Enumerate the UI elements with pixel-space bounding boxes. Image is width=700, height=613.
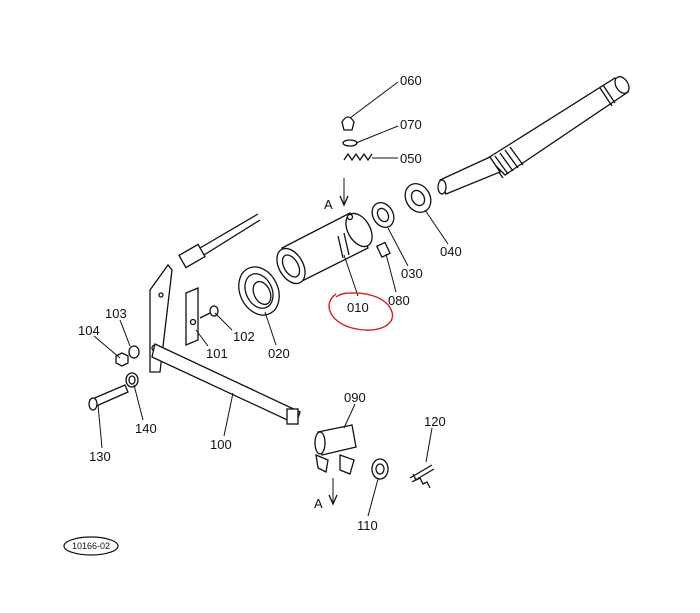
label-050: 050 [400, 151, 422, 166]
nut-104 [115, 352, 129, 367]
label-020: 020 [268, 346, 290, 361]
bolt-080 [375, 241, 391, 258]
ring-020 [238, 266, 280, 316]
label-103: 103 [105, 306, 127, 321]
shift-shaft-100 [151, 343, 301, 425]
view-marker-lower: A [314, 496, 323, 511]
label-070: 070 [400, 117, 422, 132]
label-030: 030 [401, 266, 423, 281]
label-101: 101 [206, 346, 228, 361]
washer-140 [125, 372, 139, 388]
red-highlight-circle [328, 292, 394, 331]
spring-050 [343, 152, 373, 162]
upper-splined-shaft [437, 76, 630, 195]
reference-code: 10166-02 [72, 541, 110, 551]
part-labels: 060 070 050 040 030 080 010 020 102 101 … [78, 73, 462, 533]
label-130: 130 [89, 449, 111, 464]
washer-070 [342, 139, 358, 147]
bolt-130 [88, 384, 129, 411]
view-arrow-upper: A [324, 178, 349, 212]
label-104: 104 [78, 323, 100, 338]
sleeve-010 [276, 212, 373, 285]
label-140: 140 [135, 421, 157, 436]
label-010: 010 [347, 300, 369, 315]
view-marker-upper: A [324, 197, 333, 212]
label-060: 060 [400, 73, 422, 88]
view-arrow-lower: A [314, 478, 338, 511]
label-040: 040 [440, 244, 462, 259]
washer-103 [128, 345, 140, 359]
label-102: 102 [233, 329, 255, 344]
label-080: 080 [388, 293, 410, 308]
control-cable [178, 213, 261, 269]
washer-040 [404, 183, 432, 213]
shift-fork-090 [314, 424, 357, 475]
label-110: 110 [357, 518, 378, 533]
ball-060 [341, 116, 355, 131]
label-100: 100 [210, 437, 232, 452]
reference-code-badge: 10166-02 [63, 536, 119, 556]
seal-030 [371, 202, 395, 228]
washer-110 [371, 458, 389, 480]
label-090: 090 [344, 390, 366, 405]
pin-120 [409, 464, 435, 489]
bolt-102 [199, 305, 219, 319]
leader-lines [93, 81, 449, 517]
label-120: 120 [424, 414, 446, 429]
